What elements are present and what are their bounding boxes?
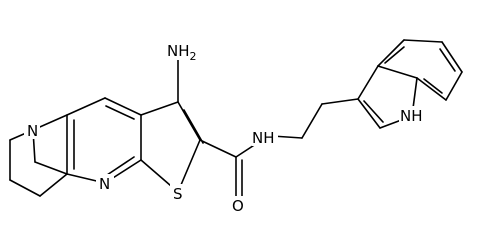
bond <box>106 156 135 176</box>
bond <box>441 41 463 73</box>
bond <box>104 97 142 116</box>
molecule-structure: NH2 N N S NH O NH <box>9 39 463 215</box>
bond <box>403 39 443 43</box>
bond <box>34 161 68 175</box>
structure-canvas: NH2 N N S NH O NH <box>9 39 463 215</box>
indole-nh-label: NH <box>400 107 423 125</box>
bond <box>66 97 106 116</box>
bond <box>445 71 463 101</box>
thiophene-ring <box>140 101 204 193</box>
bond <box>384 46 405 64</box>
amide-o-label: O <box>232 197 244 215</box>
bond <box>357 65 379 100</box>
amide-group <box>199 139 263 197</box>
bond <box>377 39 405 67</box>
bond <box>301 103 323 139</box>
bond <box>377 65 418 79</box>
amide-nh-label: NH <box>252 129 275 147</box>
amine-label: NH2 <box>167 42 197 63</box>
pyridine-ring <box>66 97 142 184</box>
bond <box>140 101 179 116</box>
benzene-ring <box>377 39 463 101</box>
pyridine-n-label: N <box>99 175 110 193</box>
bond <box>423 78 443 94</box>
bond <box>177 101 201 141</box>
bond <box>105 105 135 120</box>
bond <box>357 98 381 129</box>
bond <box>416 77 447 101</box>
bond <box>321 98 359 105</box>
bond <box>183 109 204 144</box>
bond <box>9 179 41 197</box>
bond <box>39 173 68 197</box>
bridge-n-label: N <box>27 122 38 140</box>
ethyl-linker <box>271 98 359 139</box>
thiophene-s-label: S <box>173 185 183 203</box>
bond <box>177 139 201 193</box>
bond <box>439 48 456 72</box>
bond <box>363 100 384 123</box>
atom-labels: NH2 N N S NH O NH <box>24 40 426 215</box>
bond <box>199 139 237 158</box>
